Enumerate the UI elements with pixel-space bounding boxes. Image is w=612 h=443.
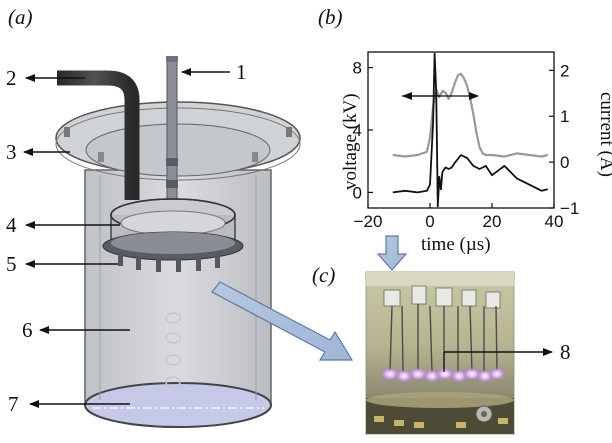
gas-inlet-tube [57, 70, 140, 200]
needle-array [118, 252, 220, 272]
callout-3: 3 [6, 140, 17, 164]
callout-8: 8 [560, 340, 571, 364]
callout-5: 5 [6, 252, 17, 276]
y-axis-right-title: current (A) [596, 92, 612, 177]
y-right-tick-label: 0 [560, 153, 569, 172]
discharge-photo [365, 271, 515, 435]
panel-label-a: (a) [8, 5, 33, 29]
x-tick-label: 40 [545, 212, 564, 231]
voltage-current-chart: −20 0 20 40 0 4 8 −1 0 1 2 [353, 51, 579, 231]
y-left-tick-label: 8 [353, 59, 362, 78]
x-tick-label: 0 [425, 212, 434, 231]
callout-1: 1 [236, 60, 247, 84]
series-line-gray [392, 72, 549, 158]
x-tick-label: 20 [483, 212, 502, 231]
reactor-illustration [55, 56, 301, 428]
y-left-tick-label: 4 [353, 121, 362, 140]
x-tick-label: −20 [354, 212, 383, 231]
callout-2: 2 [6, 66, 17, 90]
drawing-to-photo-arrow [211, 281, 354, 361]
callout-4: 4 [6, 213, 17, 237]
bubbles [165, 312, 181, 388]
callout-arrows-a [23, 68, 230, 408]
callout-7: 7 [8, 392, 19, 416]
panel-label-b: (b) [318, 5, 343, 29]
y-left-tick-label: 0 [353, 183, 362, 202]
panel-label-c: (c) [312, 263, 335, 287]
y-right-tick-label: 2 [560, 61, 569, 80]
chart-to-photo-arrow [376, 235, 408, 271]
y-right-tick-label: −1 [560, 199, 579, 218]
plasma-glow [380, 367, 506, 383]
y-axis-left-title: voltage (kV) [340, 93, 361, 190]
series-line-black [392, 52, 549, 208]
cylinder-base [84, 382, 272, 428]
y-right-tick-label: 1 [560, 107, 569, 126]
callout-6: 6 [22, 318, 33, 342]
x-axis-title: time (µs) [421, 234, 491, 255]
